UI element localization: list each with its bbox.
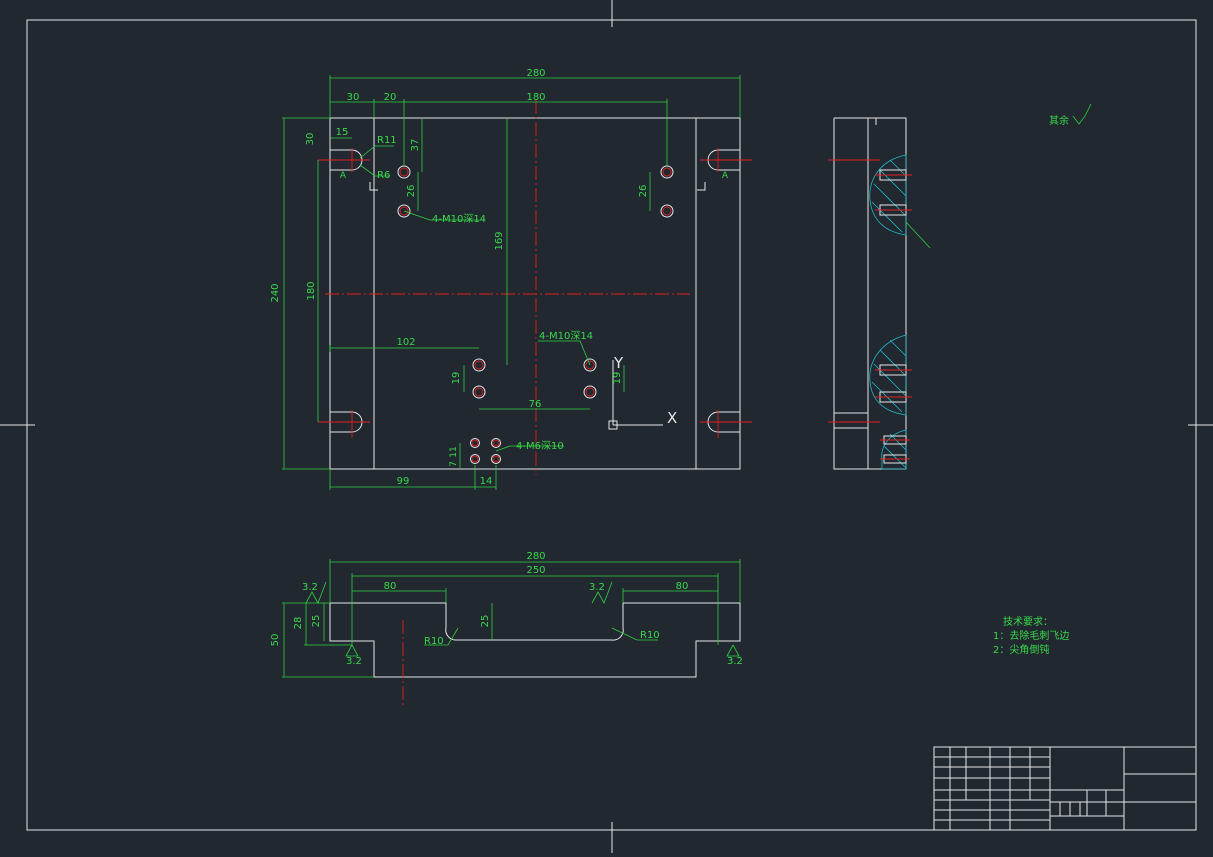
dim-19-left: 19	[451, 372, 462, 385]
top-view: 280 30 20 180 240 180 30 15 R11 R6 37 26…	[270, 68, 752, 490]
tech-req-title: 技术要求：	[1003, 615, 1053, 628]
dim-37: 37	[410, 139, 421, 152]
section-hatch-bottom	[881, 429, 907, 470]
dim-26-left: 26	[406, 185, 417, 198]
front-view: 280 250 80 80 50 28 25 25 R10 R10 3.2 3.…	[270, 551, 743, 706]
dim-30: 30	[347, 92, 360, 103]
roughness-symbol-3	[345, 644, 359, 657]
roughness-note-symbol	[1072, 103, 1092, 125]
front-dim-28: 28	[293, 617, 304, 630]
dim-99: 99	[397, 476, 410, 487]
callout-m10-center: 4-M10深14	[539, 330, 593, 342]
dim-r11: R11	[377, 135, 397, 146]
roughness-value-2: 3.2	[589, 582, 605, 593]
dim-30-left: 30	[305, 133, 316, 146]
sheet-border	[26, 19, 1197, 831]
roughness-symbol-4	[726, 644, 740, 657]
section-hatch-top	[869, 154, 907, 236]
top-plate-outline	[329, 117, 741, 470]
ucs-axis-icon	[608, 360, 663, 430]
title-block	[933, 746, 1197, 831]
general-roughness-note: 其余	[1049, 103, 1092, 127]
roughness-symbol-2	[591, 581, 613, 604]
m6-holes	[470, 438, 501, 464]
front-dim-r10-right: R10	[640, 630, 660, 641]
front-dim-25-pocket: 25	[480, 615, 491, 628]
dim-180-top: 180	[526, 92, 545, 103]
front-dim-80-left: 80	[384, 581, 397, 592]
dim-102: 102	[396, 337, 415, 348]
m10-holes-top	[397, 165, 674, 218]
dim-20: 20	[384, 92, 397, 103]
callout-m10-top: 4-M10深14	[432, 213, 486, 225]
roughness-value-4: 3.2	[727, 656, 743, 667]
section-mark-left: A	[340, 171, 347, 181]
dim-280: 280	[526, 68, 545, 79]
front-dim-280: 280	[526, 551, 545, 562]
axis-y-label: Y	[613, 354, 624, 372]
dim-19-right: 19	[612, 372, 623, 385]
section-hatch-middle	[869, 334, 907, 416]
dim-r6: R6	[377, 170, 390, 181]
dim-14: 14	[480, 476, 493, 487]
roughness-note-text: 其余	[1049, 114, 1069, 127]
tech-req-item-2: 2：尖角倒钝	[993, 643, 1049, 656]
dim-7: 7	[449, 461, 459, 467]
front-plate-outline	[329, 602, 741, 678]
dim-169: 169	[494, 231, 505, 250]
axis-x-label: X	[667, 409, 677, 427]
tech-req-item-1: 1：去除毛刺飞边	[993, 629, 1069, 642]
front-dim-250: 250	[526, 565, 545, 576]
dim-15: 15	[336, 127, 349, 138]
dim-76: 76	[529, 399, 542, 410]
front-dim-50: 50	[270, 634, 281, 647]
dim-26-right: 26	[638, 185, 649, 198]
dim-180-left: 180	[306, 281, 317, 300]
m10-holes-center	[472, 358, 597, 399]
front-dim-80-right: 80	[676, 581, 689, 592]
roughness-value-1: 3.2	[302, 582, 318, 593]
section-mark-right: A	[722, 171, 729, 181]
side-view	[828, 117, 931, 470]
dim-11: 11	[449, 446, 459, 457]
front-dim-25-left: 25	[311, 615, 322, 628]
front-dim-r10-left: R10	[424, 636, 444, 647]
roughness-value-3: 3.2	[346, 656, 362, 667]
technical-requirements: 技术要求： 1：去除毛刺飞边 2：尖角倒钝	[993, 615, 1069, 656]
dim-240: 240	[270, 283, 281, 302]
roughness-symbol-1	[305, 581, 327, 604]
callout-m6: 4-M6深10	[516, 440, 564, 452]
